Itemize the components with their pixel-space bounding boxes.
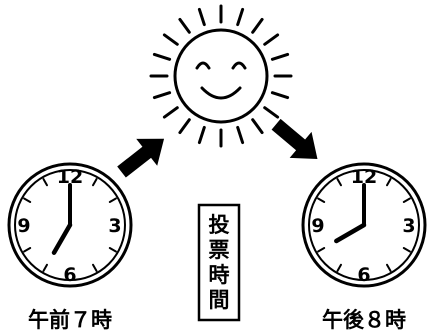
left-clock-tick xyxy=(108,247,117,253)
left-clock-tick xyxy=(23,197,32,203)
smiling-sun-icon xyxy=(149,4,293,148)
left-clock-tick xyxy=(23,247,32,253)
right-clock-numeral-6: 6 xyxy=(357,264,370,286)
sun-smile xyxy=(200,86,242,100)
sun-right-eye xyxy=(231,61,247,70)
right-clock-tick xyxy=(317,247,326,253)
right-clock-hour-hand xyxy=(334,222,367,244)
right-clock-tick xyxy=(402,197,411,203)
right-clock-tick xyxy=(317,197,326,203)
right-clock-tick xyxy=(336,263,342,272)
sun-rays xyxy=(149,4,293,148)
left-clock-hour-hand xyxy=(51,222,73,255)
sun-ray xyxy=(263,33,280,46)
right-clock-tick xyxy=(386,263,392,272)
right-clock-time-label: 午後８時 xyxy=(322,308,406,332)
left-clock-tick xyxy=(42,178,48,187)
voting-hours-char-1: 投 xyxy=(209,213,230,237)
arrow-down-right-icon xyxy=(271,118,318,159)
voting-hours-char-2: 票 xyxy=(209,238,230,262)
left-clock-tick xyxy=(92,263,98,272)
right-clock-numeral-12: 12 xyxy=(351,166,377,188)
left-clock-time-label: 午前７時 xyxy=(28,308,112,332)
left-clock-numeral-9: 9 xyxy=(17,215,30,237)
left-clock-tick xyxy=(108,197,117,203)
left-clock-ticks xyxy=(23,178,117,272)
sun-ray xyxy=(251,118,264,135)
right-clock-ticks xyxy=(317,178,411,272)
sun-ray xyxy=(236,125,245,145)
sun-ray xyxy=(197,125,206,145)
sun-ray xyxy=(251,17,264,34)
right-clock-numeral-3: 3 xyxy=(402,215,415,237)
sun-ray xyxy=(263,106,280,119)
sun-face xyxy=(173,28,269,124)
sun-ray xyxy=(152,91,172,100)
voting-hours-char-4: 間 xyxy=(209,288,230,312)
sun-ray xyxy=(178,17,191,34)
sun-ray xyxy=(197,7,206,27)
sun-ray xyxy=(178,118,191,135)
left-clock-tick xyxy=(92,178,98,187)
sun-ray xyxy=(236,7,245,27)
voting-hours-char-3: 時 xyxy=(209,263,230,287)
sun-ray xyxy=(270,91,290,100)
left-clock-numeral-6: 6 xyxy=(63,264,76,286)
sun-ray xyxy=(162,106,179,119)
left-clock-tick xyxy=(42,263,48,272)
sun-left-eye xyxy=(195,61,211,70)
left-clock: 12 3 6 9 xyxy=(7,162,133,288)
arrow-up-right-icon xyxy=(117,138,165,178)
sun-ray xyxy=(162,33,179,46)
right-clock-tick xyxy=(336,178,342,187)
left-clock-numeral-12: 12 xyxy=(57,166,83,188)
right-clock-tick xyxy=(402,247,411,253)
left-clock-numeral-3: 3 xyxy=(108,215,121,237)
right-clock: 12 3 6 9 xyxy=(301,162,427,288)
sun-ray xyxy=(152,52,172,61)
voting-hours-box: 投 票 時 間 xyxy=(197,203,241,322)
voting-hours-box-border xyxy=(197,203,241,322)
sun-ray xyxy=(270,52,290,61)
right-clock-tick xyxy=(386,178,392,187)
right-clock-numeral-9: 9 xyxy=(311,215,324,237)
